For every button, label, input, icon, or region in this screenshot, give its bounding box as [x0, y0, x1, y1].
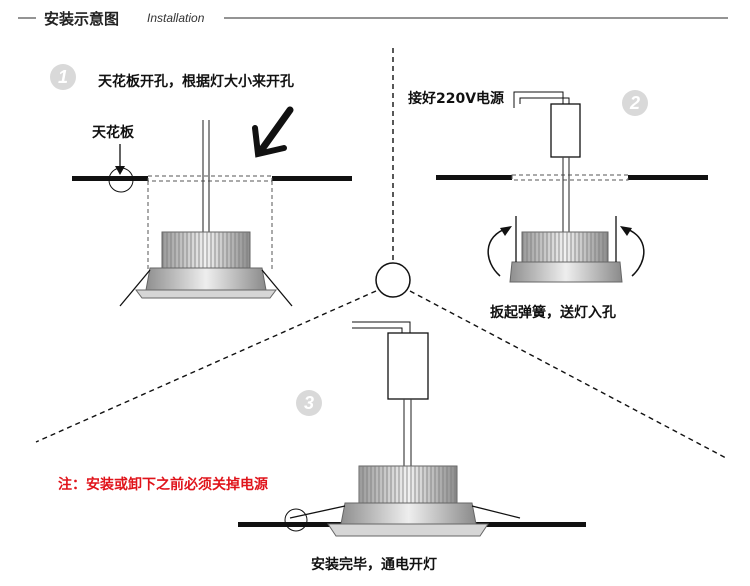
step2-illustration [436, 91, 708, 283]
page-title: 安装示意图 [44, 10, 120, 28]
lamp-body [145, 267, 267, 291]
page-subtitle: Installation [147, 11, 205, 25]
ceiling-marker-circle [108, 167, 134, 193]
lamp-body [340, 502, 477, 525]
step3-number-badge: 3 [296, 390, 322, 416]
lamp-trim [327, 523, 489, 537]
ceiling-label: 天花板 [92, 125, 134, 141]
step1-illustration [72, 106, 352, 307]
big-arrow-icon [252, 106, 294, 158]
center-junction-circle [375, 262, 411, 298]
lamp-body [509, 261, 623, 283]
ceiling-board-left [436, 175, 512, 180]
step2-caption: 扳起弹簧，送灯入孔 [490, 305, 616, 321]
dashed-separators [35, 48, 727, 459]
step1-number-badge: 1 [50, 64, 76, 90]
driver-box [550, 103, 581, 158]
step3-illustration [238, 321, 586, 537]
driver-box [387, 332, 429, 400]
spring-marker-circle [284, 508, 308, 532]
step2-number-badge: 2 [622, 90, 648, 116]
ceiling-board-left [72, 176, 148, 181]
step3-caption: 安装完毕，通电开灯 [311, 557, 437, 573]
power-connection-label: 接好220V电源 [408, 91, 505, 107]
spring-rotate-arrow-icon [623, 227, 645, 277]
ceiling-board-right [474, 522, 586, 527]
ceiling-board-right [628, 175, 708, 180]
power-off-warning: 注：安装或卸下之前必须关掉电源 [58, 477, 268, 493]
ceiling-board-right [272, 176, 352, 181]
step1-instruction: 天花板开孔，根据灯大小来开孔 [98, 74, 294, 90]
lamp-trim [135, 289, 277, 299]
ceiling-board-left [238, 522, 344, 527]
spring-rotate-arrow-icon [487, 227, 509, 277]
